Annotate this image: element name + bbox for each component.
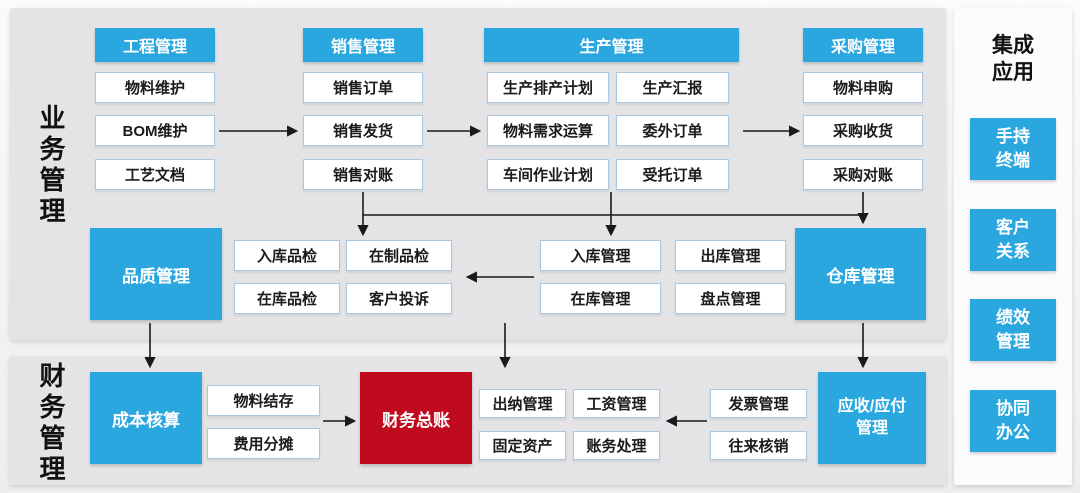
payable-item: 发票管理: [710, 389, 807, 418]
warehouse-block: 仓库管理: [795, 228, 926, 320]
cost-item: 费用分摊: [207, 428, 320, 459]
sales-item: 销售发货: [303, 115, 423, 146]
sales-header: 销售管理: [303, 28, 423, 62]
integration-item-performance: 绩效管理: [970, 299, 1056, 361]
warehouse-item: 在库管理: [540, 283, 661, 314]
integration-item-label: 客户关系: [995, 218, 1030, 261]
cost-accounting-block: 成本核算: [90, 372, 202, 464]
ledger-item: 账务处理: [573, 431, 660, 460]
ledger-item: 出纳管理: [479, 389, 566, 418]
engineering-item: BOM维护: [95, 115, 215, 146]
quality-item: 入库品检: [234, 240, 340, 271]
purchasing-item: 采购收货: [803, 115, 923, 146]
sales-item: 销售订单: [303, 72, 423, 103]
quality-block: 品质管理: [90, 228, 222, 320]
production-header: 生产管理: [484, 28, 739, 62]
business-section-label: 业务管理: [36, 104, 66, 228]
quality-item: 在库品检: [234, 283, 340, 314]
integration-item-handheld: 手持终端: [970, 118, 1056, 180]
integration-item-label: 绩效管理: [995, 308, 1030, 351]
warehouse-item: 入库管理: [540, 240, 661, 271]
warehouse-item: 出库管理: [675, 240, 786, 271]
integration-item-office: 协同办公: [970, 390, 1056, 452]
integration-item-crm: 客户关系: [970, 209, 1056, 271]
receivable-payable-block: 应收/应付管理: [818, 372, 926, 464]
warehouse-item: 盘点管理: [675, 283, 786, 314]
integration-title: 集成应用: [992, 34, 1034, 85]
integration-item-label: 手持终端: [995, 127, 1030, 170]
cost-item: 物料结存: [207, 385, 320, 416]
production-item: 物料需求运算: [487, 115, 609, 146]
engineering-item: 物料维护: [95, 72, 215, 103]
receivable-payable-label: 应收/应付管理: [837, 397, 907, 437]
purchasing-item: 物料申购: [803, 72, 923, 103]
payable-item: 往来核销: [710, 431, 807, 460]
integration-item-label: 协同办公: [995, 399, 1030, 442]
production-item: 生产汇报: [616, 72, 729, 103]
engineering-item: 工艺文档: [95, 159, 215, 190]
quality-item: 客户投诉: [346, 283, 452, 314]
sales-item: 销售对账: [303, 159, 423, 190]
purchasing-header: 采购管理: [803, 28, 923, 62]
ledger-item: 固定资产: [479, 431, 566, 460]
ledger-item: 工资管理: [573, 389, 660, 418]
general-ledger-block: 财务总账: [360, 372, 472, 464]
quality-item: 在制品检: [346, 240, 452, 271]
purchasing-item: 采购对账: [803, 159, 923, 190]
production-item: 生产排产计划: [487, 72, 609, 103]
engineering-header: 工程管理: [95, 28, 215, 62]
production-item: 受托订单: [616, 159, 729, 190]
production-item: 委外订单: [616, 115, 729, 146]
finance-section-label: 财务管理: [36, 362, 66, 486]
production-item: 车间作业计划: [487, 159, 609, 190]
